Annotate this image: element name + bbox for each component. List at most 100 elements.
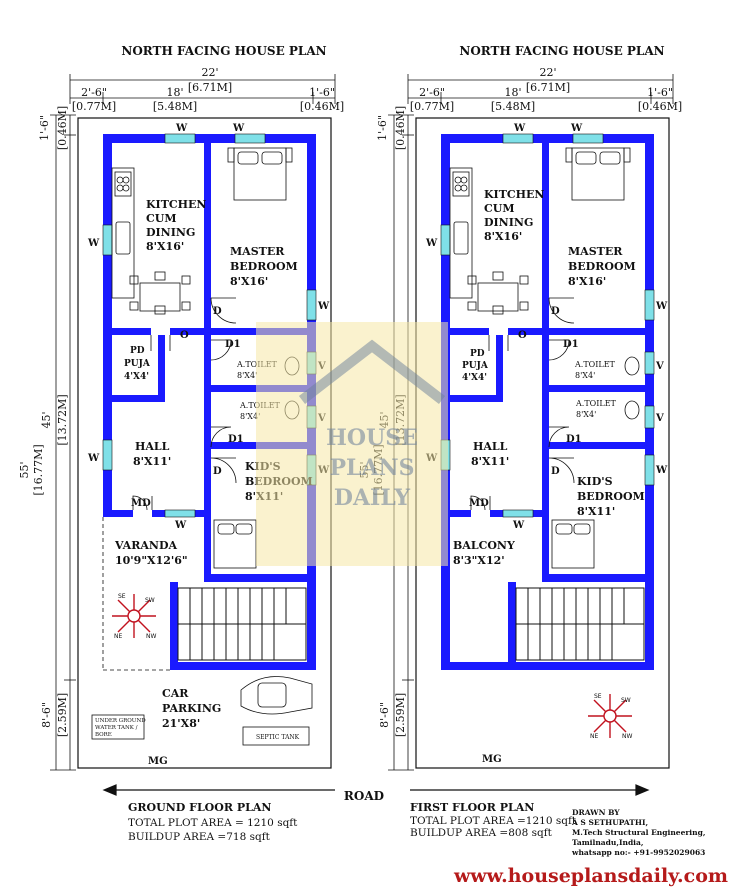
website-url: www.houseplansdaily.com xyxy=(453,865,728,887)
first-toilet2: A.TOILET 8'X4' xyxy=(575,399,618,419)
ground-master: MASTER BEDROOM 8'X16' xyxy=(230,245,302,288)
ground-parking: CAR PARKING 21'X8' xyxy=(162,687,225,730)
dim-bottom-m-first: [2.59M] xyxy=(394,693,407,737)
dim-building-m: [13.72M] xyxy=(56,394,69,445)
compass-se-first: SE xyxy=(594,693,602,700)
dim-right-margin-m-first: [0.46M] xyxy=(638,100,682,113)
first-plan-title: FIRST FLOOR PLAN xyxy=(410,801,534,814)
watermark-line-1: HOUSE xyxy=(326,425,418,451)
first-master: MASTER BEDROOM 8'X16' xyxy=(568,245,640,288)
left-dimensions xyxy=(50,114,76,771)
ground-mg: MG xyxy=(148,756,168,767)
svg-text:M.Tech Structural Engineering,: M.Tech Structural Engineering, xyxy=(572,828,705,837)
svg-text:DRAWN BY: DRAWN BY xyxy=(572,808,620,817)
svg-text:W: W xyxy=(87,238,100,249)
staircase-first xyxy=(515,587,645,661)
dim-top-first: 1'-6" xyxy=(376,115,389,141)
compass-sw: SW xyxy=(145,597,155,604)
walls-first xyxy=(441,134,654,670)
dim-left-margin: 2'-6" xyxy=(81,86,107,99)
drawn-by: DRAWN BY A S SETHUPATHI, M.Tech Structur… xyxy=(571,808,705,857)
svg-text:D: D xyxy=(213,466,222,477)
svg-text:O: O xyxy=(518,330,527,341)
first-md: MD xyxy=(469,498,489,509)
dim-left-margin-m-first: [0.77M] xyxy=(410,100,454,113)
svg-text:D: D xyxy=(551,466,560,477)
staircase xyxy=(177,587,307,661)
parking-outline xyxy=(102,517,170,671)
dim-total-width-m: [6.71M] xyxy=(188,81,232,94)
dim-inner-first: 18' xyxy=(504,86,521,99)
ground-hall: HALL 8'X11' xyxy=(133,440,173,468)
road-label: ROAD xyxy=(344,789,384,803)
ground-puja: PD PUJA 4'X4' xyxy=(124,346,153,382)
compass-nw: NW xyxy=(146,633,156,640)
first-hall: HALL 8'X11' xyxy=(471,440,511,468)
dim-left-margin-m: [0.77M] xyxy=(72,100,116,113)
compass-ne-first: NE xyxy=(590,733,598,740)
first-kitchen: KITCHEN CUM DINING 8'X16' xyxy=(484,188,548,243)
watermark: HOUSE PLANS DAILY xyxy=(256,322,448,566)
svg-text:O: O xyxy=(180,330,189,341)
svg-text:D1: D1 xyxy=(228,434,244,445)
ground-buildup-area: BUILDUP AREA =718 sqft xyxy=(128,831,271,843)
dim-total-height: 55' xyxy=(18,461,31,478)
ground-septic: SEPTIC TANK xyxy=(256,734,300,741)
first-kids: KID'S BEDROOM 8'X11' xyxy=(577,475,649,518)
dim-inner-m-first: [5.48M] xyxy=(491,100,535,113)
dim-bottom-m: [2.59M] xyxy=(56,693,69,737)
svg-text:W: W xyxy=(232,123,245,134)
dim-total-width-m-first: [6.71M] xyxy=(526,81,570,94)
title-right: NORTH FACING HOUSE PLAN xyxy=(459,44,664,58)
furniture-first xyxy=(449,147,640,569)
ground-plot-area: TOTAL PLOT AREA = 1210 sqft xyxy=(128,817,298,829)
svg-text:W: W xyxy=(513,123,526,134)
svg-text:W: W xyxy=(175,123,188,134)
compass-sw-first: SW xyxy=(621,697,631,704)
first-puja: PD PUJA 4'X4' xyxy=(462,349,491,383)
ground-kitchen: KITCHEN CUM DINING 8'X16' xyxy=(146,198,210,253)
svg-text:W: W xyxy=(317,301,330,312)
road-arrow xyxy=(102,784,650,796)
svg-text:W: W xyxy=(655,301,668,312)
first-buildup-area: BUILDUP AREA =808 sqft xyxy=(410,827,553,839)
dim-total-height-m: [16.77M] xyxy=(32,444,45,495)
first-balcony: BALCONY 8'3"X12' xyxy=(453,539,519,567)
svg-text:W: W xyxy=(655,465,668,476)
ground-md: MD xyxy=(131,498,151,509)
dim-total-width-first: 22' xyxy=(539,66,556,79)
dim-left-margin-first: 2'-6" xyxy=(419,86,445,99)
dim-bottom-first: 8'-6" xyxy=(378,702,391,728)
svg-text:D: D xyxy=(551,306,560,317)
compass-rose xyxy=(112,594,156,638)
dim-right-margin-m: [0.46M] xyxy=(300,100,344,113)
watermark-line-2: PLANS xyxy=(329,455,414,481)
dim-total-width: 22' xyxy=(201,66,218,79)
svg-text:W: W xyxy=(512,520,525,531)
svg-text:Tamilnadu,India,: Tamilnadu,India, xyxy=(572,838,644,847)
dim-bottom: 8'-6" xyxy=(40,702,53,728)
top-dimensions-first xyxy=(407,74,674,104)
svg-text:D1: D1 xyxy=(225,339,241,350)
dim-right-margin: 1'-6" xyxy=(309,86,335,99)
watermark-line-3: DAILY xyxy=(334,485,411,511)
svg-text:D1: D1 xyxy=(566,434,582,445)
first-mg: MG xyxy=(482,754,502,765)
dim-top: 1'-6" xyxy=(38,115,51,141)
svg-text:V: V xyxy=(655,361,664,372)
doors-first xyxy=(470,297,575,511)
svg-text:W: W xyxy=(87,453,100,464)
dim-top-m-first: [0.46M] xyxy=(394,106,407,150)
svg-text:V: V xyxy=(655,413,664,424)
svg-text:D1: D1 xyxy=(563,339,579,350)
svg-text:W: W xyxy=(174,520,187,531)
svg-text:A S SETHUPATHI,: A S SETHUPATHI, xyxy=(571,818,648,827)
dim-top-m: [0.46M] xyxy=(56,106,69,150)
dim-inner: 18' xyxy=(166,86,183,99)
dim-inner-m: [5.48M] xyxy=(153,100,197,113)
ground-plan-title: GROUND FLOOR PLAN xyxy=(128,801,271,814)
ground-water-tank: UNDER GROUND WATER TANK / BORE xyxy=(95,718,147,738)
first-toilet1: A.TOILET 8'X4' xyxy=(574,360,617,380)
svg-text:whatsapp no:- +91-9952029063: whatsapp no:- +91-9952029063 xyxy=(571,848,705,857)
